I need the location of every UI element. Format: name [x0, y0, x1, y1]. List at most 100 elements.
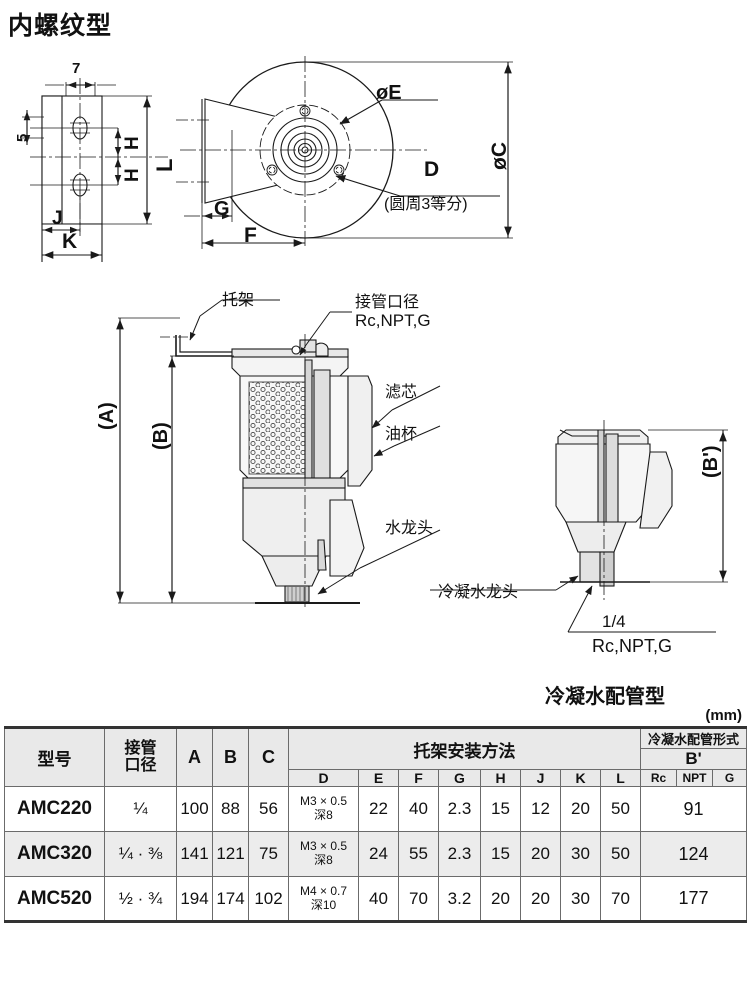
- cell-j: 20: [520, 876, 561, 923]
- section-dim-a: (A): [96, 402, 118, 430]
- th-condensate-group: 冷凝水配管形式: [640, 726, 747, 749]
- cell-bprime: 124: [640, 831, 747, 877]
- th-a: A: [176, 726, 213, 787]
- bracket-dim-h-upper: H: [122, 136, 143, 150]
- section-label-port-sub: Rc,NPT,G: [355, 311, 431, 330]
- cell-h: 15: [480, 786, 521, 832]
- th-cond-npt: NPT: [676, 769, 713, 787]
- cell-a: 141: [176, 831, 213, 877]
- cell-d: M4 × 0.7 深10: [288, 876, 359, 923]
- th-sub-f: F: [398, 769, 439, 787]
- condensate-thread-types: Rc,NPT,G: [592, 636, 673, 656]
- th-bore: 接管 口径: [104, 726, 177, 787]
- condensate-dim-bprime: (B'): [700, 445, 722, 478]
- th-sub-e: E: [358, 769, 399, 787]
- cell-bore: ½ · ¾: [104, 876, 177, 923]
- cell-b: 88: [212, 786, 249, 832]
- th-b: B: [212, 726, 249, 787]
- cell-d-line1: M3 × 0.5: [299, 794, 348, 809]
- section-label-drain: 水龙头: [385, 520, 434, 537]
- cell-d: M3 × 0.5 深8: [288, 831, 359, 877]
- section-label-port: 接管口径: [355, 294, 420, 311]
- cell-c: 56: [248, 786, 289, 832]
- condensate-thread-size: 1/4: [602, 612, 626, 631]
- spec-table-body: AMC220 ¼ 100 88 56 M3 × 0.5 深8 22 40 2.3…: [4, 786, 747, 923]
- bracket-dim-j: J: [52, 208, 63, 229]
- section-label-element: 滤芯: [385, 384, 418, 401]
- cell-model: AMC220: [4, 786, 105, 832]
- cell-k: 20: [560, 786, 601, 832]
- th-bprime: B': [640, 748, 747, 770]
- cell-l: 70: [600, 876, 641, 923]
- spec-table-head: 型号 接管 口径 A B C 托架安装方法 冷凝水配管形式 B' D E F G…: [4, 726, 747, 787]
- th-bracket-group: 托架安装方法: [288, 726, 641, 770]
- cell-bore: ¼: [104, 786, 177, 832]
- cell-d: M3 × 0.5 深8: [288, 786, 359, 832]
- cell-e: 40: [358, 876, 399, 923]
- bracket-dim-l: L: [152, 158, 177, 172]
- cell-d-line1: M4 × 0.7: [299, 883, 348, 898]
- cell-k: 30: [560, 876, 601, 923]
- page-title: 内螺纹型: [8, 12, 113, 40]
- th-sub-l: L: [600, 769, 641, 787]
- th-sub-j: J: [520, 769, 561, 787]
- th-cond-g: G: [712, 769, 747, 787]
- th-sub-k: K: [560, 769, 601, 787]
- cell-f: 70: [398, 876, 439, 923]
- spec-table: 型号 接管 口径 A B C 托架安装方法 冷凝水配管形式 B' D E F G…: [4, 726, 747, 923]
- cell-f: 40: [398, 786, 439, 832]
- section-dim-b: (B): [150, 422, 172, 450]
- cell-d-line2: 深8: [314, 808, 333, 822]
- front-dim-d: D: [424, 158, 440, 181]
- cell-h: 15: [480, 831, 521, 877]
- cell-model: AMC320: [4, 831, 105, 877]
- bracket-dim-k: K: [62, 230, 78, 253]
- cell-l: 50: [600, 831, 641, 877]
- table-row: AMC520 ½ · ¾ 194 174 102 M4 × 0.7 深10 40…: [4, 876, 747, 923]
- section-label-bracket: 托架: [222, 292, 255, 309]
- th-bore-line2: 口径: [124, 756, 157, 774]
- front-dim-oc: øC: [488, 142, 511, 170]
- th-sub-g: G: [438, 769, 481, 787]
- cell-a: 100: [176, 786, 213, 832]
- th-model: 型号: [4, 726, 105, 787]
- spec-table-container: (mm) 型号 接管 口径 A B C 托架安装方法 冷凝水配管形式: [4, 707, 747, 923]
- header-row-2: B': [5, 748, 747, 770]
- cell-g: 3.2: [438, 876, 481, 923]
- cell-model: AMC520: [4, 876, 105, 923]
- th-sub-h: H: [480, 769, 521, 787]
- cell-d-line2: 深8: [314, 853, 333, 867]
- cell-b: 121: [212, 831, 249, 877]
- front-dim-g: G: [214, 198, 230, 220]
- cell-bprime: 91: [640, 786, 747, 832]
- cell-bore: ¼ · ⅜: [104, 831, 177, 877]
- cell-e: 24: [358, 831, 399, 877]
- table-row: AMC220 ¼ 100 88 56 M3 × 0.5 深8 22 40 2.3…: [4, 786, 747, 832]
- cell-c: 102: [248, 876, 289, 923]
- header-row-1: 型号 接管 口径 A B C 托架安装方法 冷凝水配管形式: [4, 726, 747, 787]
- bracket-dim-h-lower: H: [122, 168, 143, 182]
- filter-section-view: [116, 299, 441, 610]
- cell-bprime: 177: [640, 876, 747, 923]
- cell-g: 2.3: [438, 831, 481, 877]
- cell-f: 55: [398, 831, 439, 877]
- bracket-dim-7: 7: [72, 60, 81, 77]
- cell-h: 20: [480, 876, 521, 923]
- section-label-bowl: 油杯: [385, 426, 418, 443]
- cell-j: 12: [520, 786, 561, 832]
- bracket-plate-view: [22, 78, 168, 262]
- condensate-caption: 冷凝水配管型: [545, 686, 665, 708]
- th-sub-d: D: [288, 769, 359, 787]
- cell-d-line1: M3 × 0.5: [299, 839, 348, 854]
- bracket-dim-5: 5: [14, 133, 31, 142]
- th-cond-rc: Rc: [640, 769, 677, 787]
- front-dim-oe: øE: [376, 82, 402, 104]
- cell-e: 22: [358, 786, 399, 832]
- cell-a: 194: [176, 876, 213, 923]
- condensate-label-drain: 冷凝水龙头: [438, 584, 519, 601]
- cell-k: 30: [560, 831, 601, 877]
- table-row: AMC320 ¼ · ⅜ 141 121 75 M3 × 0.5 深8 24 5…: [4, 831, 747, 877]
- front-dim-f: F: [244, 224, 257, 247]
- cell-j: 20: [520, 831, 561, 877]
- front-note-d: (圆周3等分): [384, 196, 468, 213]
